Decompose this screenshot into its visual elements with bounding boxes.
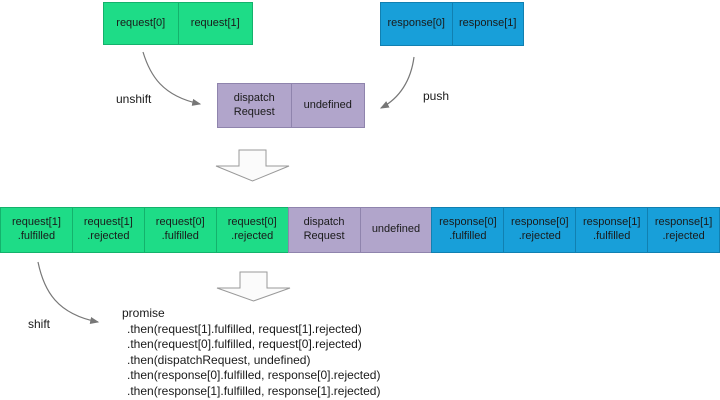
merged-queue-cell-3: request[0] .rejected (215, 207, 289, 253)
dispatch-box-cell-0: dispatch Request (217, 83, 292, 128)
unshift-arrow (142, 51, 202, 106)
cell-label: dispatch (233, 91, 275, 104)
cell-label: request[0] (227, 216, 277, 229)
cell-label: response[1] (459, 17, 517, 30)
down-block-arrow-bottom (216, 271, 291, 302)
merged-queue-cell-5: undefined (359, 207, 433, 253)
merged-queue-cell-7: response[0] .rejected (503, 207, 577, 253)
cell-label: response[0] (439, 216, 497, 229)
merged-queue-cell-4: dispatch Request (287, 207, 361, 253)
cell-label: .fulfilled (593, 230, 631, 242)
response-queue-cell-0: response[0] (380, 2, 453, 46)
shift-label: shift (28, 317, 51, 331)
merged-queue-cell-1: request[1] .rejected (71, 207, 145, 253)
promise-then-line: .then(response[1].fulfilled, response[1]… (127, 383, 381, 398)
request-queue-box: request[0] request[1] (103, 2, 253, 45)
cell-label: request[0] (155, 216, 205, 229)
request-queue-cell-0: request[0] (103, 2, 179, 45)
cell-label: .rejected (231, 230, 274, 242)
cell-label: .fulfilled (449, 230, 487, 242)
cell-label: request[1] (190, 16, 240, 29)
promise-then-line: .then(response[0].fulfilled, response[0]… (127, 368, 381, 382)
cell-label: request[1] (11, 216, 61, 229)
cell-label: request[1] (83, 216, 133, 229)
cell-label: request[0] (116, 16, 166, 29)
unshift-label: unshift (116, 92, 152, 106)
dispatch-box-cell-1: undefined (290, 83, 365, 128)
cell-label: .rejected (87, 230, 130, 242)
cell-label: response[0] (511, 216, 569, 229)
cell-label: response[1] (582, 216, 641, 229)
cell-label: undefined (303, 98, 352, 111)
cell-label: undefined (371, 223, 421, 236)
promise-then-line: .then(request[0].fulfilled, request[0].r… (127, 337, 362, 351)
request-queue-cell-1: request[1] (177, 2, 253, 45)
promise-title: promise (122, 306, 165, 320)
promise-chain-block: promise .then(request[1].fulfilled, requ… (122, 306, 380, 399)
push-label: push (423, 89, 450, 103)
cell-label: .rejected (518, 230, 561, 242)
merged-queue-row: request[1] .fulfilled request[1] .reject… (0, 207, 720, 253)
promise-then-line: .then(request[1].fulfilled, request[1].r… (127, 321, 362, 336)
dispatch-box: dispatch Request undefined (217, 83, 365, 128)
response-queue-box: response[0] response[1] (380, 2, 524, 46)
cell-label: Request (233, 105, 275, 118)
merged-queue-cell-6: response[0] .fulfilled (431, 207, 505, 253)
merged-queue-cell-2: request[0] .fulfilled (143, 207, 217, 253)
cell-label: .fulfilled (161, 230, 199, 242)
cell-label: dispatch (303, 216, 345, 229)
cell-label: response[0] (387, 17, 445, 30)
merged-queue-cell-8: response[1] .fulfilled (575, 207, 649, 253)
merged-queue-cell-9: response[1] .rejected (647, 207, 720, 253)
cell-label: .fulfilled (17, 230, 56, 242)
down-block-arrow-top (215, 149, 290, 182)
push-arrow (379, 56, 415, 109)
cell-label: response[1] (654, 216, 713, 229)
shift-arrow (37, 261, 100, 325)
merged-queue-cell-0: request[1] .fulfilled (0, 207, 73, 253)
cell-label: .rejected (662, 230, 705, 242)
cell-label: Request (303, 230, 345, 242)
response-queue-cell-1: response[1] (451, 2, 524, 46)
promise-then-line: .then(dispatchRequest, undefined) (127, 352, 311, 367)
